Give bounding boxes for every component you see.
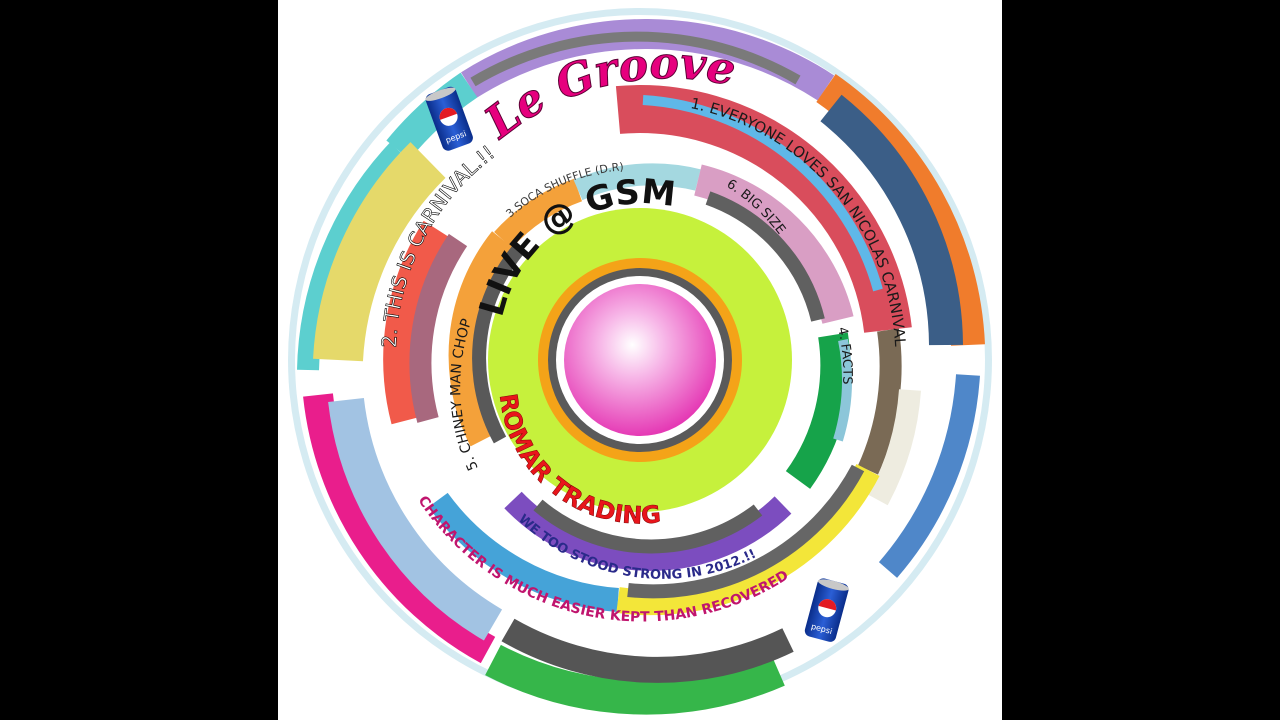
record-disc: pepsi pepsi Le Groove 1. EVERYONE LOVES … <box>288 8 992 715</box>
outer-ring <box>297 19 985 715</box>
can-icon: pepsi <box>425 86 473 151</box>
second-ring <box>383 85 921 616</box>
center-hub <box>564 284 716 436</box>
can-icon: pepsi <box>804 578 849 642</box>
album-artwork: pepsi pepsi Le Groove 1. EVERYONE LOVES … <box>278 0 1002 720</box>
third-ring <box>448 163 854 571</box>
